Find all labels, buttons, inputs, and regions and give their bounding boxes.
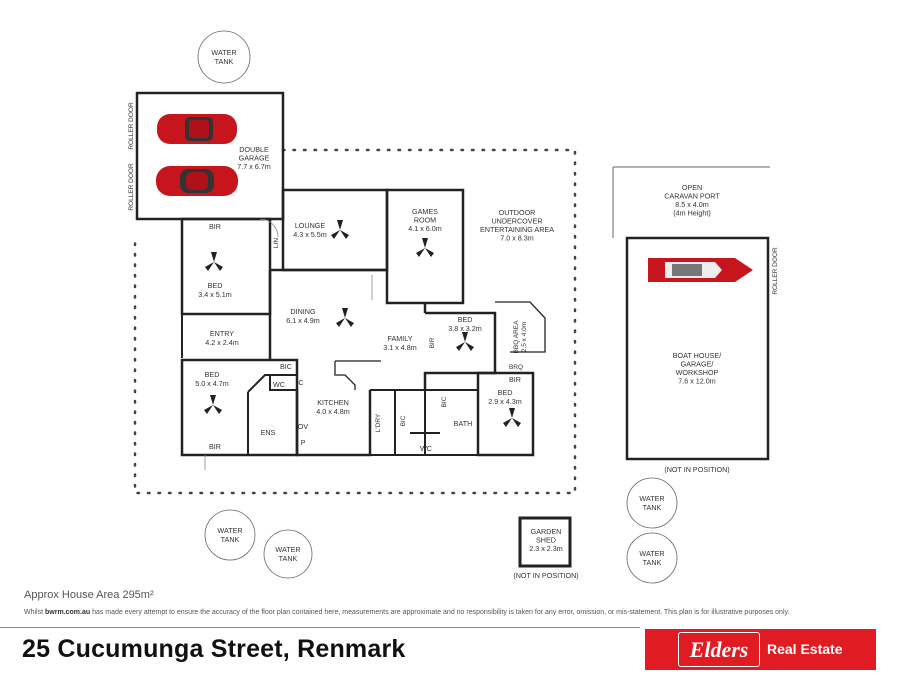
roller-door-label: ROLLER DOOR [772,247,779,295]
ensuite-walls [247,374,297,455]
ensuite-label: ENS [261,428,276,437]
disclaimer-text: Whilst [24,609,45,616]
bir-label: BIR [209,222,221,231]
bic-label: BIC [441,396,448,407]
laundry-label: L'DRY [375,413,382,432]
elders-logo: Elders Real Estate [645,629,876,670]
oven-label: OV [298,422,309,431]
car-icon [157,114,237,144]
bir-label: BIR [209,442,221,451]
not-in-position-label: (NOT IN POSITION) [513,571,578,580]
roller-door-label: ROLLER DOOR [128,102,135,150]
ceiling-fan-icon [503,408,521,427]
house-area-label: Approx House Area 295m² [24,589,154,601]
not-in-position-label: (NOT IN POSITION) [664,465,729,474]
bbq-walls [495,301,546,353]
living-walls [268,268,497,390]
boathouse-walls [625,236,770,461]
bed4-walls [476,371,535,457]
water-tank-5 [626,532,678,584]
kitchen-bench [334,360,381,455]
logo-wordmark: Elders [678,632,760,667]
bic-label: BIC [280,362,292,371]
bir-label: BIR [429,337,436,348]
bbq-area-label: BBQ AREA [513,320,520,354]
ceiling-fan-icon [204,395,222,414]
water-tank-4 [626,477,678,529]
bath-label: BATH [454,419,473,428]
wet-area-walls [370,389,479,456]
ceiling-fan-icon [336,308,354,327]
boat-icon [648,258,753,282]
wc-label: WC [420,444,432,453]
water-tank-3 [263,529,313,579]
bic-label: BIC [400,415,407,426]
outdoor-boundary [133,148,577,495]
ceiling-fan-icon [331,220,349,239]
water-tank-2 [204,509,256,561]
ceiling-fan-icon [456,332,474,351]
disclaimer-brand-link[interactable]: bwrm.com.au [45,609,91,616]
carport-outline [612,166,770,238]
water-tank-1 [197,30,251,84]
ceiling-fan-icon [416,238,434,257]
bir-label: BIR [509,375,521,384]
roller-door-label: ROLLER DOOR [128,163,135,211]
pantry-label: P [301,438,306,447]
logo-subtitle: Real Estate [767,641,843,657]
ceiling-fan-icon [205,252,223,271]
disclaimer-text: has made every attempt to ensure the acc… [90,609,790,616]
disclaimer: Whilst bwrm.com.au has made every attemp… [24,609,789,616]
c-label: C [298,378,303,387]
car-icon [156,166,238,196]
property-address: 25 Cucumunga Street, Renmark [22,635,406,663]
divider [0,627,640,628]
bbq-area-size: 2.5 x 4.0m [521,322,528,352]
shed-walls [518,516,572,568]
bed1-walls [180,217,272,316]
brq-label: BRQ [509,364,523,371]
lin-label: LIN [273,238,280,248]
wc-label: WC [273,380,285,389]
